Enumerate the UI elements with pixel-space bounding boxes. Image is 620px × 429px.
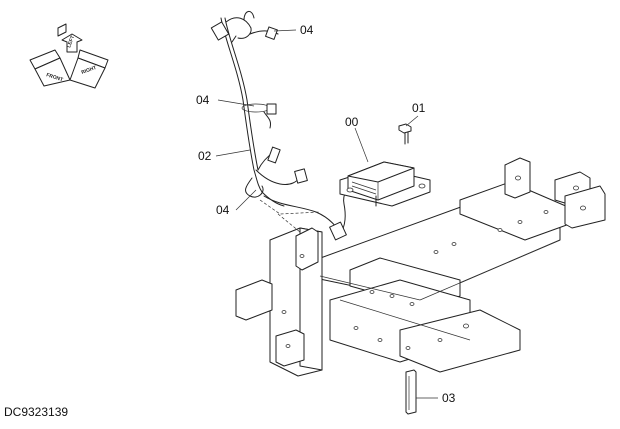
orientation-compass: FRONT RIGHT LEFT bbox=[29, 23, 109, 89]
leader-lines bbox=[215, 29, 438, 399]
callout-label: 00 bbox=[345, 115, 359, 129]
wire-harness bbox=[210, 11, 357, 241]
callout-label: 02 bbox=[198, 149, 212, 163]
bolt-part bbox=[398, 123, 412, 145]
callout-label: 04 bbox=[196, 93, 210, 107]
callout-label: 01 bbox=[412, 101, 426, 115]
callout-label: 03 bbox=[442, 391, 456, 405]
compass-left-label: LEFT bbox=[66, 35, 76, 49]
controller-unit bbox=[339, 161, 431, 207]
compass-right-label: RIGHT bbox=[81, 65, 98, 76]
callout-label: 04 bbox=[300, 23, 314, 37]
vehicle-frame bbox=[235, 157, 606, 415]
compass-front-label: FRONT bbox=[45, 72, 63, 83]
callout-label: 04 bbox=[216, 203, 230, 217]
drawing-code: DC9323139 bbox=[4, 405, 68, 419]
